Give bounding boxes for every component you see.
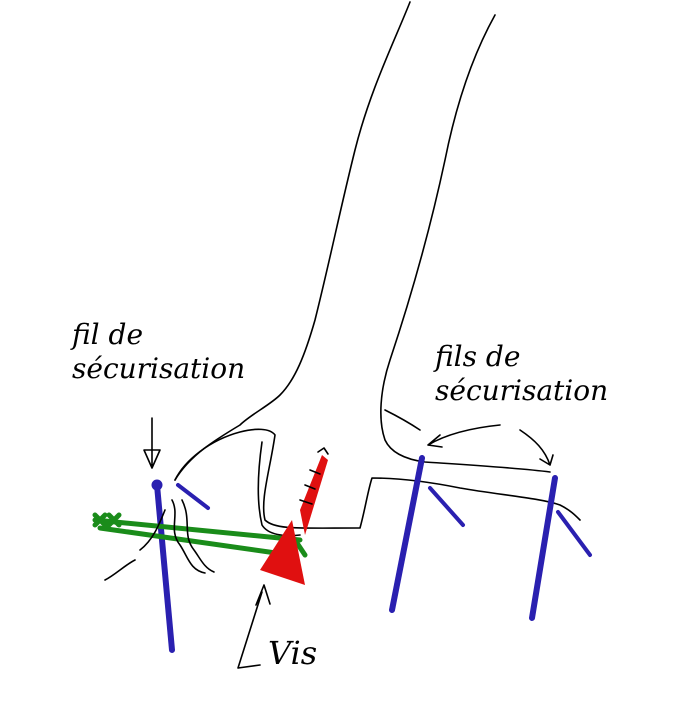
- right-label-arrow-2: [519, 429, 554, 466]
- leg-outline-front: [380, 14, 551, 473]
- bone-fragments: [104, 499, 215, 581]
- left-wire-label-text: fil de sécurisation: [72, 318, 246, 385]
- middle-wire: [389, 455, 425, 613]
- screw-head: [260, 520, 305, 585]
- guide-rod: [92, 517, 308, 558]
- left-wire-label: fil de sécurisation: [72, 318, 262, 386]
- middle-wire-branch: [428, 486, 465, 527]
- right-wire-branch: [556, 510, 592, 557]
- right-label-arrow-1: [427, 424, 501, 448]
- screw-label-arrow: [237, 584, 271, 669]
- leg-outline: [174, 1, 411, 481]
- right-wire: [529, 475, 558, 621]
- left-wire-branch: [176, 483, 210, 510]
- heel-outline: [174, 428, 581, 529]
- guide-end: [92, 512, 122, 528]
- left-wire: [154, 482, 175, 653]
- right-wires-label: fils de sécurisation: [435, 340, 645, 408]
- ankle-detail: [384, 409, 421, 431]
- heel-inner: [257, 441, 301, 537]
- screw: [300, 455, 328, 535]
- right-wires-label-text: fils de sécurisation: [435, 340, 609, 407]
- screw-label: Vis: [268, 634, 318, 672]
- left-label-arrow: [143, 417, 161, 469]
